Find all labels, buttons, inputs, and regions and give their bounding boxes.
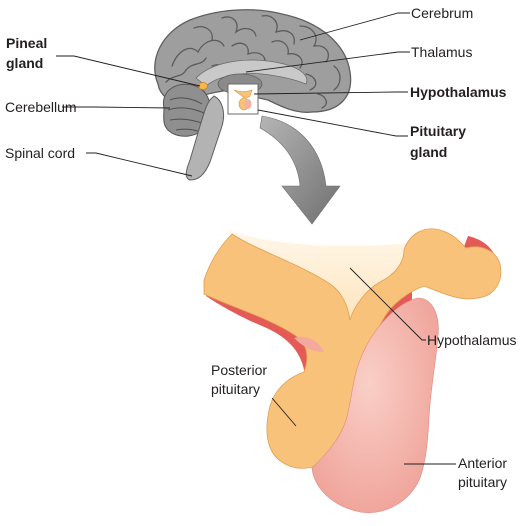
label-anterior-pituitary-2: pituitary — [458, 474, 507, 490]
label-pituitary-gland-1: Pituitary — [410, 123, 466, 139]
hypothalamus-mini — [233, 89, 253, 98]
label-pineal-gland-2: gland — [6, 55, 43, 71]
label-posterior-pituitary-2: pituitary — [211, 381, 260, 397]
pituitary-mini-anterior — [244, 99, 252, 109]
label-posterior-pituitary-1: Posterior — [211, 362, 267, 378]
brainstem-spinal-cord — [185, 95, 225, 181]
pituitary-detail-illustration — [203, 228, 502, 513]
brain-leader-lines — [56, 12, 410, 177]
label-cerebellum: Cerebellum — [5, 99, 77, 115]
label-hypothalamus-brain: Hypothalamus — [410, 84, 507, 100]
cerebrum-folds — [165, 15, 341, 109]
ventricle-wedge — [228, 230, 440, 334]
stalk-fold — [294, 336, 324, 352]
label-pituitary-gland-2: gland — [410, 144, 447, 160]
label-cerebrum: Cerebrum — [411, 5, 473, 21]
brain-illustration — [154, 9, 352, 181]
neural-tissue — [203, 228, 502, 469]
label-pineal-gland-1: Pineal — [6, 35, 47, 51]
zoom-arrow — [259, 115, 341, 225]
detail-leader-lines — [271, 267, 456, 465]
label-spinal-cord: Spinal cord — [5, 145, 75, 161]
label-thalamus: Thalamus — [411, 44, 472, 60]
label-anterior-pituitary-1: Anterior — [458, 455, 507, 471]
label-hypothalamus-detail: Hypothalamus — [427, 332, 517, 348]
anterior-pituitary-shape — [311, 297, 439, 513]
